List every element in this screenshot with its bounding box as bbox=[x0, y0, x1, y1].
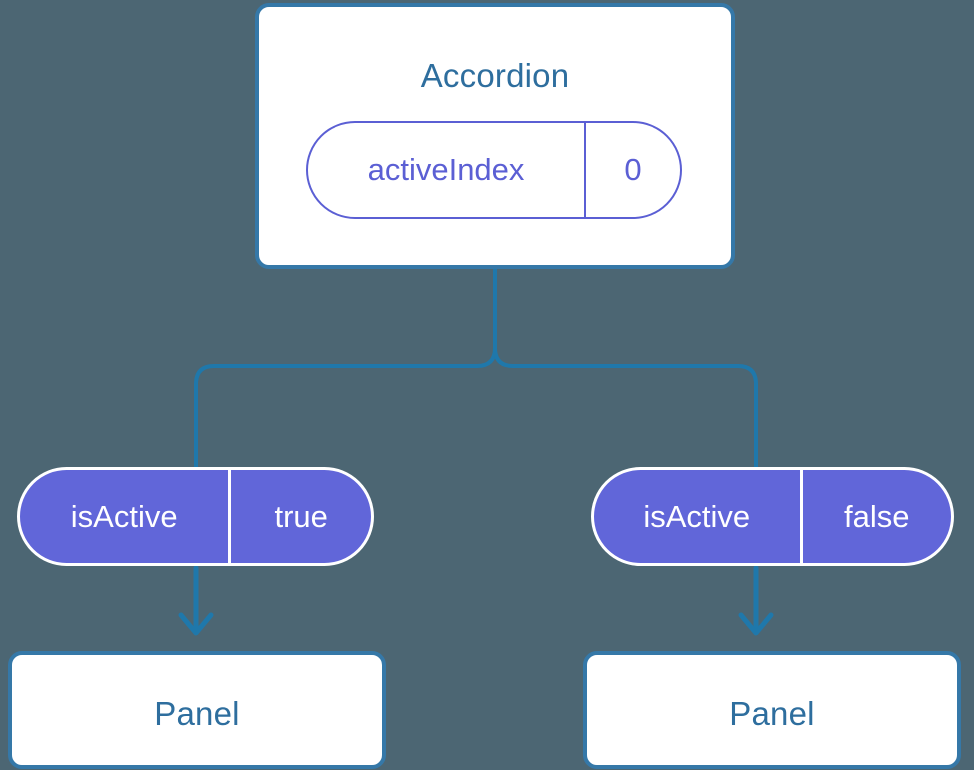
prop-pill-key-right: isActive bbox=[594, 470, 803, 563]
accordion-card-title: Accordion bbox=[420, 57, 570, 94]
arrow-right-head-icon bbox=[738, 612, 774, 636]
prop-pill-value-right: false bbox=[844, 498, 910, 534]
state-pill-value: 0 bbox=[624, 152, 642, 187]
prop-pill-isactive-right[interactable]: isActive false bbox=[591, 467, 954, 566]
prop-pill-value-left: true bbox=[274, 498, 328, 534]
prop-pill-isactive-left[interactable]: isActive true bbox=[17, 467, 374, 566]
panel-card-title-right: Panel bbox=[729, 695, 815, 732]
panel-component-card-right[interactable]: Panel bbox=[583, 651, 961, 769]
panel-component-card-left[interactable]: Panel bbox=[8, 651, 386, 769]
connector-trunk-split bbox=[194, 266, 497, 470]
state-pill-activeindex[interactable]: activeIndex 0 bbox=[306, 121, 682, 219]
state-pill-key: activeIndex bbox=[308, 123, 587, 217]
arrow-left-head-icon bbox=[178, 612, 214, 636]
prop-pill-key-left: isActive bbox=[20, 470, 232, 563]
connector-trunk-split-right bbox=[493, 266, 758, 470]
panel-card-title-left: Panel bbox=[154, 695, 240, 732]
